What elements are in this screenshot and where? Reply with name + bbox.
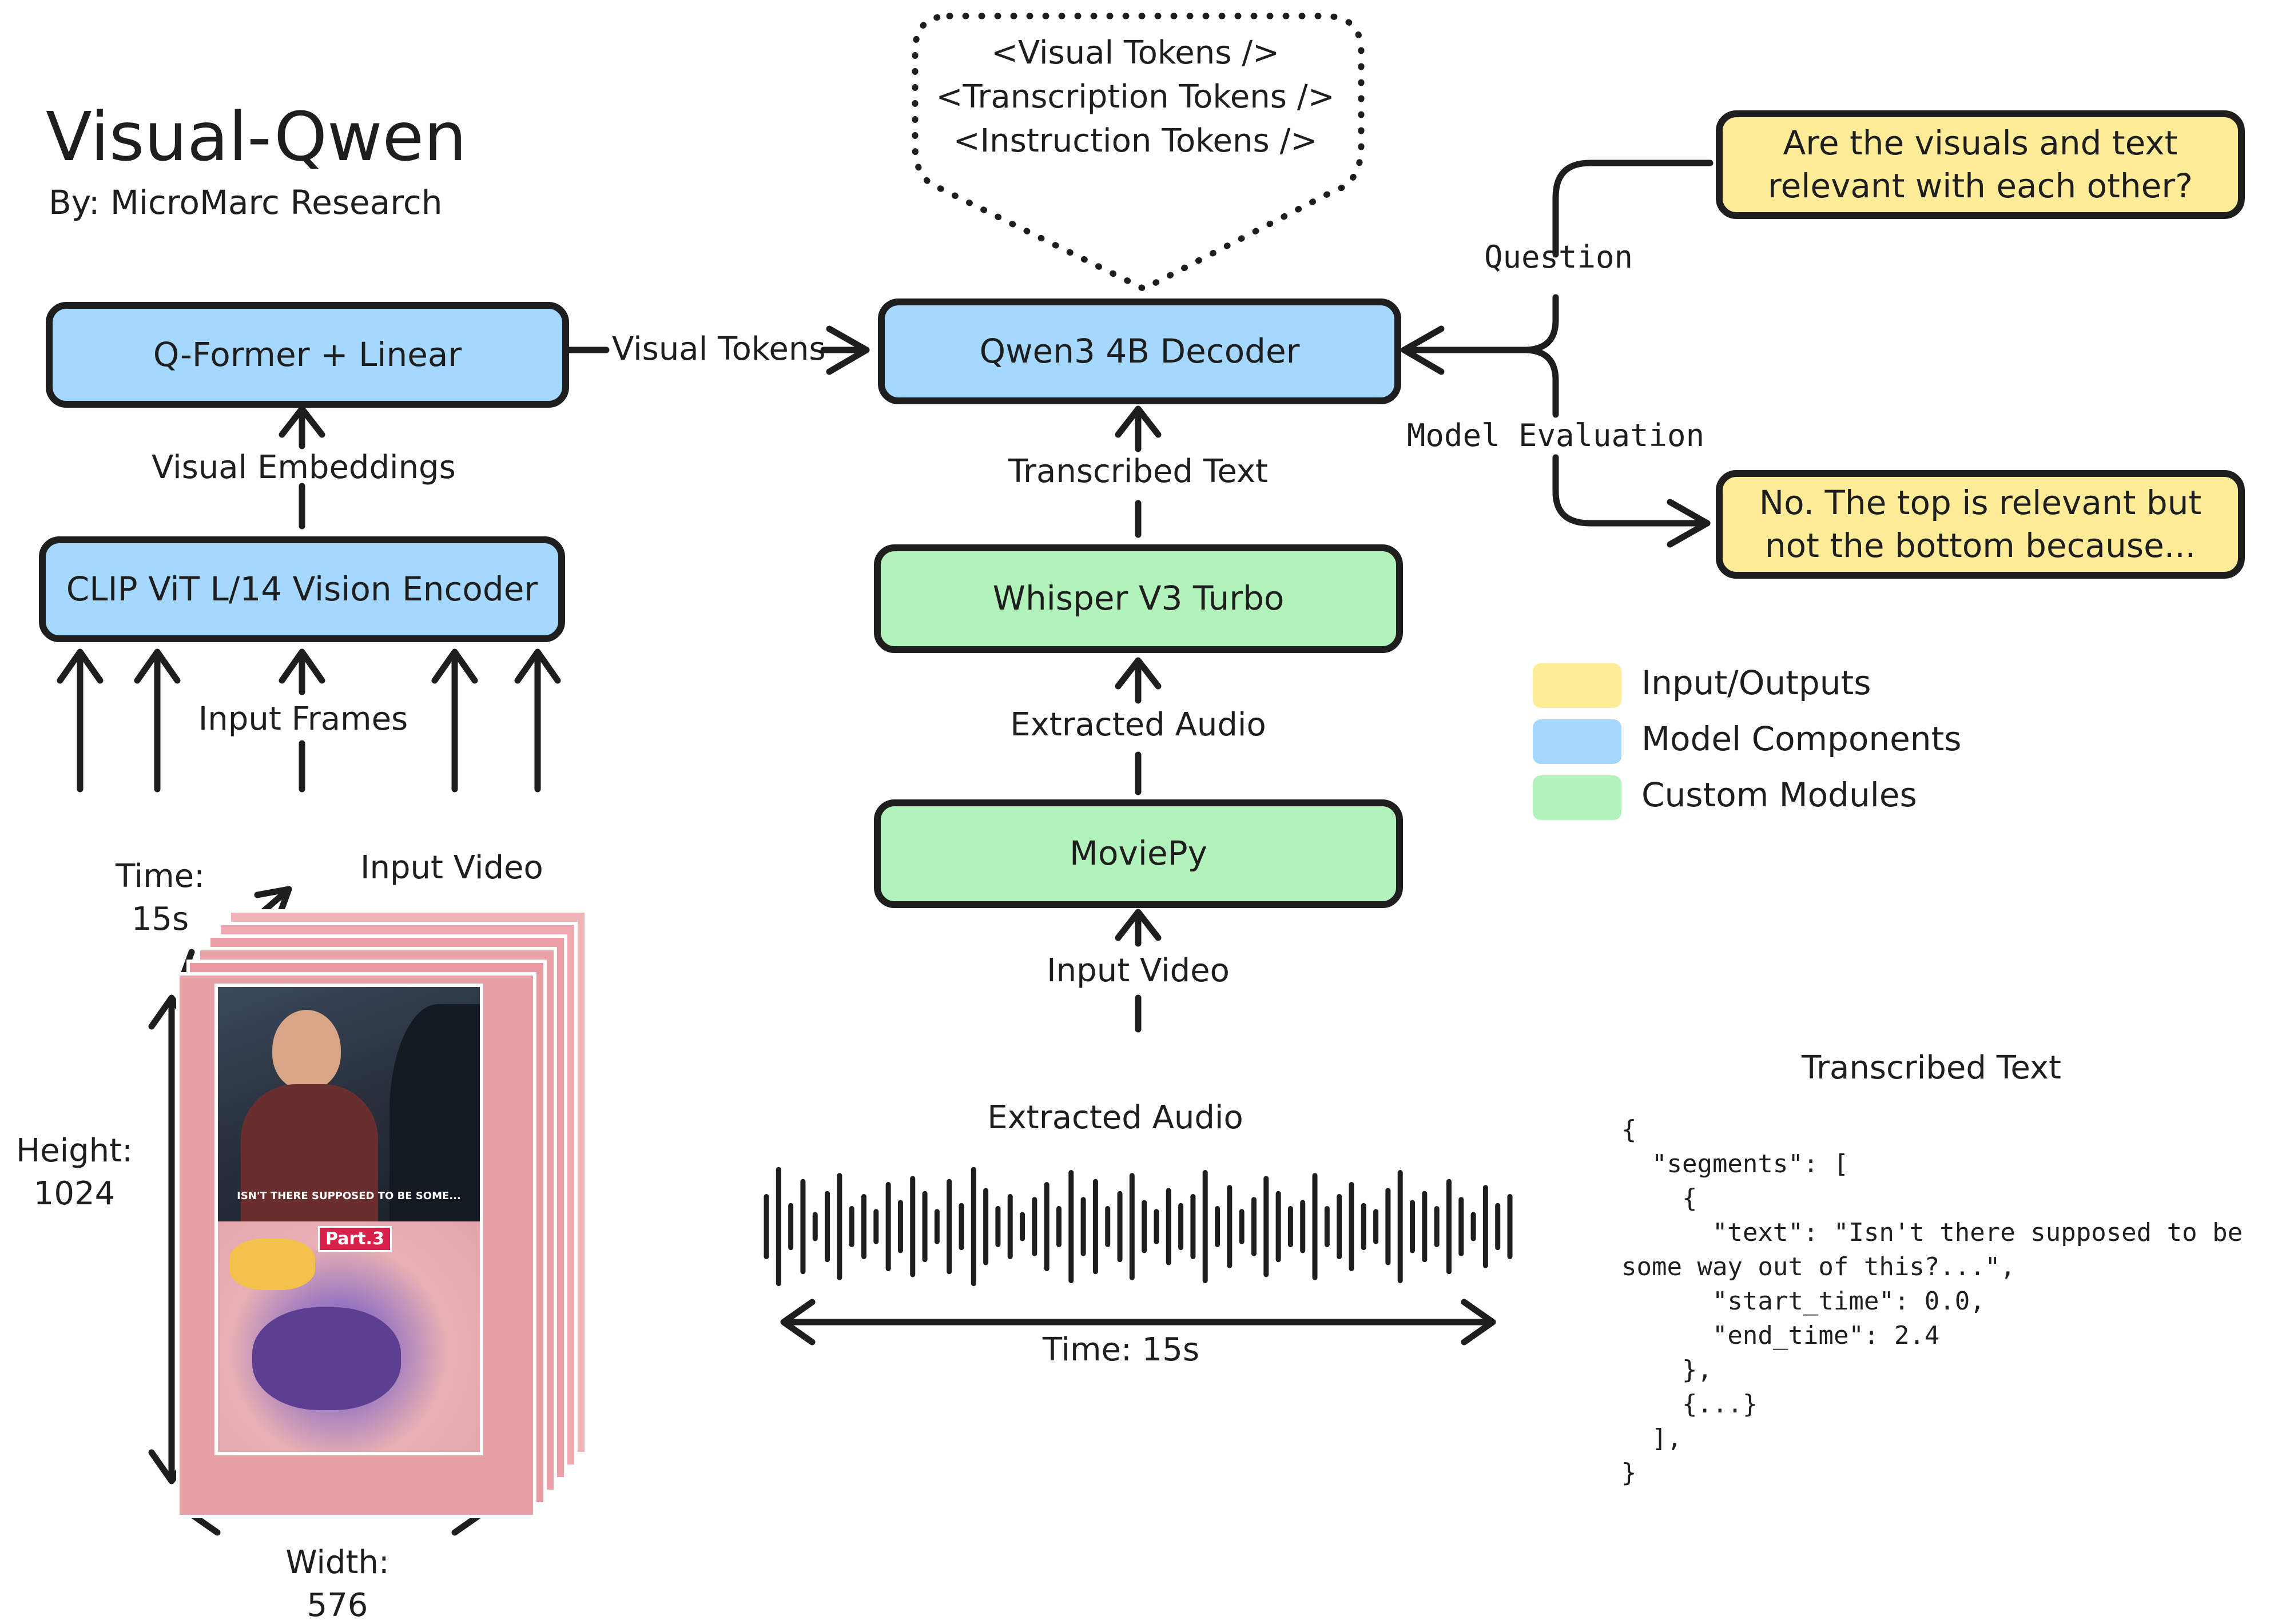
audio-time-arrow: [780, 1299, 1496, 1346]
visual-tokens-label: Visual Tokens: [612, 331, 826, 368]
frame-arrow-1: [57, 648, 104, 793]
model-evaluation-label: Model Evaluation: [1406, 417, 1705, 453]
json-line: {...}: [1621, 1390, 1758, 1419]
frame-arrow-2: [134, 648, 181, 793]
video-frame-front: ISN'T THERE SUPPOSED TO BE SOME... Part.…: [214, 984, 483, 1455]
token-bubble-outline: [912, 13, 1365, 293]
video-height-value: 1024: [33, 1175, 116, 1212]
person-silhouette: [389, 1004, 480, 1221]
json-line: ],: [1621, 1424, 1682, 1453]
evaluation-connector-lower: [1552, 454, 1711, 527]
json-line: {: [1621, 1115, 1637, 1144]
video-scene-top: ISN'T THERE SUPPOSED TO BE SOME...: [218, 987, 480, 1221]
visual-embeddings-label: Visual Embeddings: [152, 449, 456, 486]
json-line: }: [1621, 1458, 1637, 1487]
decoder-input-arrowhead: [1401, 325, 1445, 375]
extracted-audio-arrow-shaft: [1115, 657, 1162, 704]
json-line: "segments": [: [1621, 1149, 1849, 1179]
question-connector-lower: [1401, 294, 1559, 353]
evaluation-arrowhead: [1667, 499, 1711, 548]
audio-waveform: [764, 1167, 1513, 1287]
answer-text: No. The top is relevant but not the bott…: [1759, 483, 2202, 565]
person-face: [272, 1010, 341, 1090]
question-connector-label: Question: [1484, 239, 1633, 275]
legend-label-io: Input/Outputs: [1641, 663, 1871, 702]
legend-swatch-io: [1533, 663, 1621, 708]
qformer-label: Q-Former + Linear: [153, 335, 462, 374]
audio-time-label: Time: 15s: [1042, 1331, 1200, 1368]
clip-encoder-label: CLIP ViT L/14 Vision Encoder: [66, 569, 538, 608]
candy-purple: [252, 1307, 401, 1410]
answer-box: No. The top is relevant but not the bott…: [1716, 470, 2245, 579]
page-title: Visual-Qwen: [46, 97, 467, 176]
extracted-audio-label: Extracted Audio: [1010, 706, 1266, 743]
json-line: "start_time": 0.0,: [1621, 1287, 1985, 1316]
transcription-tokens-tag: <Transcription Tokens />: [936, 78, 1335, 116]
visual-tokens-tag: <Visual Tokens />: [991, 34, 1279, 71]
frame-arrow-5: [514, 648, 561, 793]
transcribed-text-arrow-shaft: [1115, 405, 1162, 452]
instruction-tokens-tag: <Instruction Tokens />: [953, 122, 1318, 160]
json-line: "end_time": 2.4: [1621, 1321, 1940, 1350]
question-connector: [1552, 160, 1714, 258]
video-width-label: Width:: [285, 1544, 389, 1581]
question-box: Are the visuals and text relevant with e…: [1716, 110, 2245, 219]
video-height-label: Height:: [16, 1132, 133, 1169]
frame-arrow-3: [279, 648, 325, 695]
legend-label-custom: Custom Modules: [1641, 775, 1917, 814]
visual-embeddings-arrowhead: [279, 405, 325, 438]
video-time-value: 15s: [131, 901, 189, 938]
part-badge: Part.3: [318, 1226, 392, 1252]
qformer-box: Q-Former + Linear: [46, 302, 569, 408]
question-text: Are the visuals and text relevant with e…: [1768, 123, 2193, 205]
json-line: {: [1621, 1184, 1697, 1213]
whisper-box: Whisper V3 Turbo: [874, 544, 1403, 653]
decoder-label: Qwen3 4B Decoder: [979, 331, 1300, 371]
legend-label-model: Model Components: [1641, 719, 1962, 758]
video-width-value: 576: [307, 1587, 368, 1624]
moviepy-box: MoviePy: [874, 799, 1403, 908]
input-video-title: Input Video: [360, 849, 543, 886]
frame-arrow-4: [431, 648, 478, 793]
clip-encoder-box: CLIP ViT L/14 Vision Encoder: [39, 536, 565, 642]
transcribed-text-label: Transcribed Text: [1008, 453, 1268, 490]
decoder-box: Qwen3 4B Decoder: [878, 298, 1401, 404]
legend-swatch-custom: [1533, 775, 1621, 820]
json-line: some way out of this?...",: [1621, 1252, 2015, 1281]
input-video-label: Input Video: [1047, 952, 1230, 989]
video-scene-bottom: Part.3: [218, 1221, 480, 1452]
json-line: "text": "Isn't there supposed to be: [1621, 1218, 2243, 1247]
input-frames-label: Input Frames: [198, 700, 408, 738]
legend-swatch-model: [1533, 719, 1621, 764]
video-time-label: Time:: [116, 858, 205, 895]
json-line: },: [1621, 1355, 1712, 1384]
whisper-label: Whisper V3 Turbo: [992, 579, 1285, 618]
transcribed-text-title: Transcribed Text: [1802, 1049, 2061, 1086]
candy-yellow: [229, 1239, 315, 1290]
moviepy-label: MoviePy: [1070, 834, 1207, 873]
evaluation-connector-upper: [1521, 347, 1559, 418]
person-shirt: [241, 1084, 378, 1221]
video-caption: ISN'T THERE SUPPOSED TO BE SOME...: [237, 1190, 461, 1202]
page-subtitle: By: MicroMarc Research: [49, 183, 443, 222]
visual-tokens-arrowhead: [826, 325, 870, 375]
input-video-arrow-shaft: [1115, 909, 1162, 947]
extracted-audio-title: Extracted Audio: [987, 1099, 1243, 1136]
